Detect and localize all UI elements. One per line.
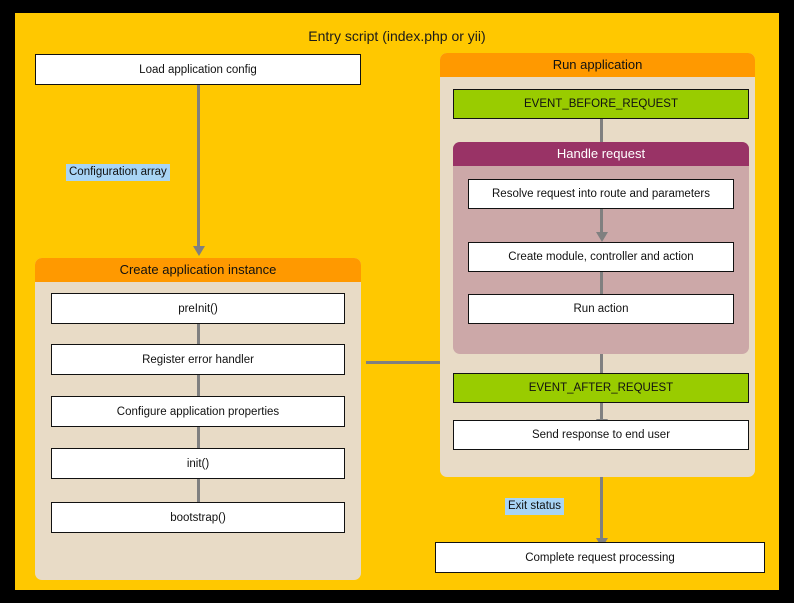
complete-request-processing-box[interactable]: Complete request processing	[435, 542, 765, 573]
event-after-request-box[interactable]: EVENT_AFTER_REQUEST	[453, 373, 749, 403]
create-application-instance-header: Create application instance	[35, 258, 361, 282]
arrow-event-before-request-to-handle-request	[595, 119, 608, 152]
preinit-box[interactable]: preInit()	[51, 293, 345, 324]
run-action-box[interactable]: Run action	[468, 294, 734, 324]
arrow-event-after-request-to-send-response	[595, 403, 608, 429]
arrow-run-application-to-complete-request	[595, 477, 608, 548]
arrow-init-to-bootstrap	[192, 479, 205, 513]
arrow-create-instance-to-run-application	[366, 356, 453, 369]
arrow-load-config-to-create-instance	[192, 85, 205, 256]
load-application-config-box[interactable]: Load application config	[35, 54, 361, 85]
entry-script-panel: Entry script (index.php or yii) Load app…	[15, 13, 779, 590]
handle-request-header: Handle request	[453, 142, 749, 166]
diagram-title: Entry script (index.php or yii)	[308, 28, 486, 44]
exit-status-tag: Exit status	[505, 498, 565, 515]
bootstrap-box[interactable]: bootstrap()	[51, 502, 345, 533]
resolve-request-box[interactable]: Resolve request into route and parameter…	[468, 179, 734, 209]
send-response-box[interactable]: Send response to end user	[453, 420, 749, 450]
arrow-resolve-request-to-create-module	[595, 209, 608, 242]
arrow-handle-request-to-event-after-request	[595, 354, 608, 383]
configuration-array-tag: Configuration array	[66, 164, 170, 181]
event-before-request-box[interactable]: EVENT_BEFORE_REQUEST	[453, 89, 749, 119]
create-module-controller-action-box[interactable]: Create module, controller and action	[468, 242, 734, 272]
arrow-create-module-to-run-action	[595, 272, 608, 305]
configure-application-properties-box[interactable]: Configure application properties	[51, 396, 345, 427]
init-box[interactable]: init()	[51, 448, 345, 479]
register-error-handler-box[interactable]: Register error handler	[51, 344, 345, 375]
run-application-header: Run application	[440, 53, 755, 77]
